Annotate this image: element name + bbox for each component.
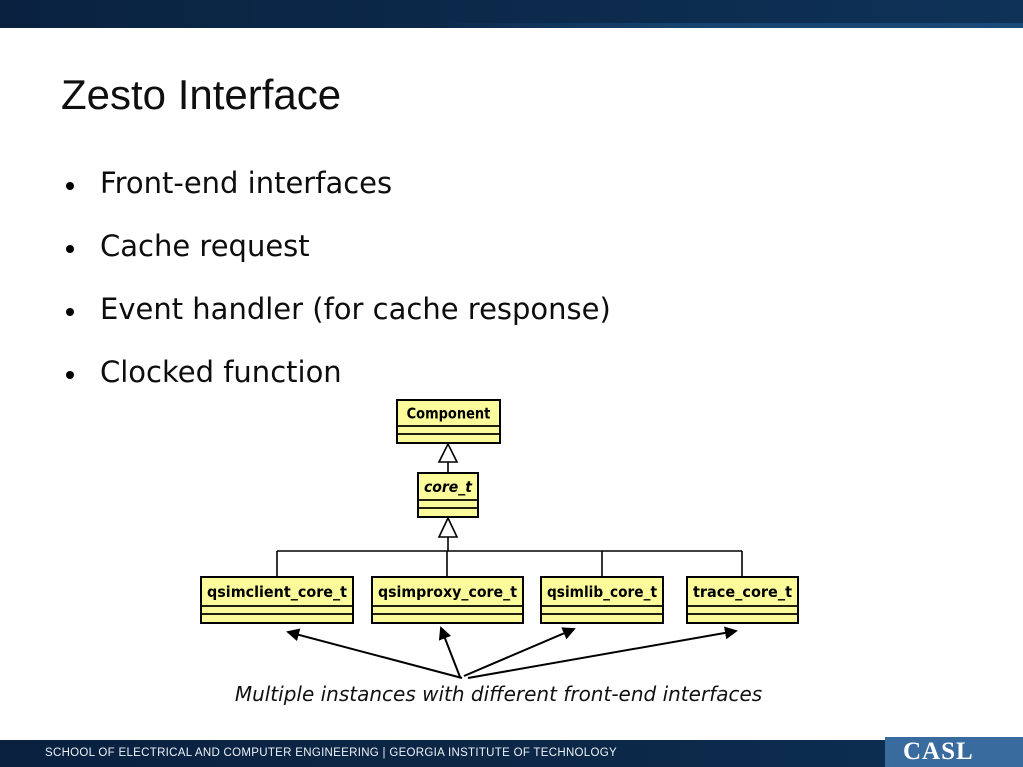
- instance-arrows: [286, 626, 738, 679]
- footer-bar: SCHOOL OF ELECTRICAL AND COMPUTER ENGINE…: [0, 740, 1023, 767]
- uml-class-qsimlib_core_t: qsimlib_core_t: [540, 576, 664, 624]
- uml-class-qsimclient_core_t: qsimclient_core_t: [200, 576, 354, 624]
- bullet-icon: [66, 307, 74, 316]
- inheritance-connectors: [276, 442, 743, 577]
- uml-class-qsimproxy_core_t: qsimproxy_core_t: [371, 576, 524, 624]
- uml-class-core_t: core_t: [417, 472, 479, 518]
- list-item: Clocked function: [60, 340, 611, 403]
- list-item: Front-end interfaces: [60, 151, 611, 214]
- header-bar: [0, 0, 1023, 28]
- footer-text: SCHOOL OF ELECTRICAL AND COMPUTER ENGINE…: [45, 747, 617, 759]
- slide-title: Zesto Interface: [61, 71, 342, 118]
- bullet-icon: [66, 370, 74, 379]
- uml-class-Component: Component: [396, 399, 501, 444]
- casl-logo: CASL: [885, 737, 1023, 767]
- bullet-text: Event handler (for cache response): [100, 291, 611, 326]
- uml-class-name: qsimproxy_core_t: [378, 583, 517, 601]
- bullet-text: Clocked function: [100, 354, 342, 389]
- uml-class-name: qsimclient_core_t: [207, 583, 347, 601]
- uml-class-name: core_t: [424, 478, 473, 496]
- uml-class-name: qsimlib_core_t: [547, 583, 657, 601]
- bullet-icon: [66, 181, 74, 190]
- bullet-icon: [66, 244, 74, 253]
- uml-class-name: Component: [407, 405, 491, 423]
- list-item: Cache request: [60, 214, 611, 277]
- uml-class-trace_core_t: trace_core_t: [686, 576, 799, 624]
- bullet-text: Front-end interfaces: [100, 165, 393, 200]
- diagram-caption: Multiple instances with different front-…: [234, 682, 763, 706]
- uml-class-name: trace_core_t: [693, 583, 792, 601]
- list-item: Event handler (for cache response): [60, 277, 611, 340]
- bullet-list: Front-end interfaces Cache request Event…: [60, 151, 611, 403]
- bullet-text: Cache request: [100, 228, 310, 263]
